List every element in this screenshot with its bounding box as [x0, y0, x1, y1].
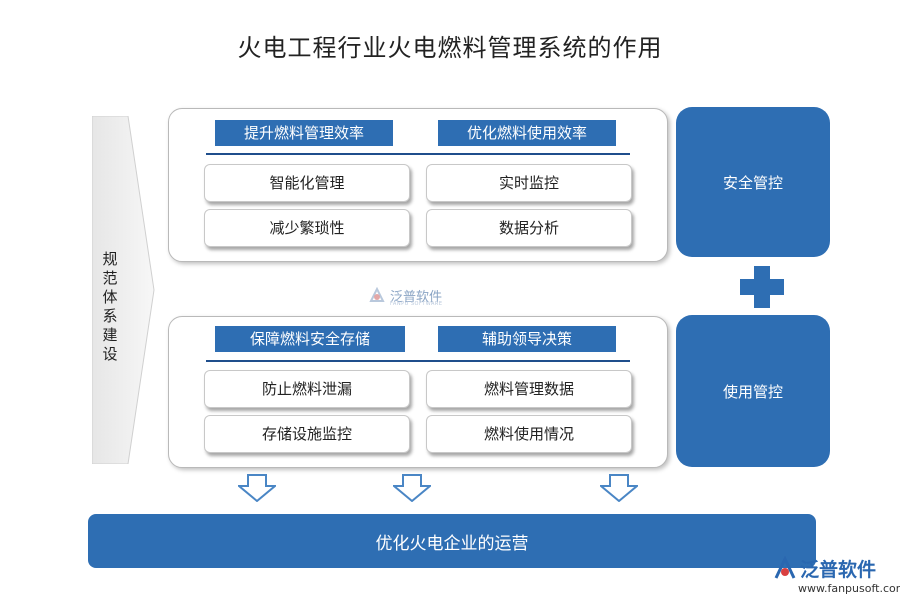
bottom-bar: 优化火电企业的运营: [88, 514, 816, 568]
side-box-safety: 安全管控: [676, 107, 830, 257]
watermark-sub: FANPU SOFTWARE: [390, 301, 443, 307]
watermark-name: 泛普软件: [390, 290, 443, 305]
plus-icon: [740, 266, 784, 308]
bottom-header-right: 辅助领导决策: [438, 326, 616, 352]
bottom-cell-3: 存储设施监控: [204, 415, 410, 453]
top-cell-3: 减少繁琐性: [204, 209, 410, 247]
bottom-cell-2: 燃料管理数据: [426, 370, 632, 408]
brand-logo-url: www.fanpusoft.com: [798, 582, 900, 595]
brand-logo-name: 泛普软件: [800, 559, 877, 581]
down-arrow-icon-1: [238, 474, 276, 502]
down-arrow-icon-3: [600, 474, 638, 502]
bottom-cell-1: 防止燃料泄漏: [204, 370, 410, 408]
brand-logo-icon: [774, 556, 796, 579]
top-header-left: 提升燃料管理效率: [215, 120, 393, 146]
brand-logo: 泛普软件 www.fanpusoft.com: [772, 554, 900, 598]
top-cell-2: 实时监控: [426, 164, 632, 202]
bottom-panel-rule: [206, 360, 630, 362]
bottom-cell-4: 燃料使用情况: [426, 415, 632, 453]
bottom-header-left: 保障燃料安全存储: [215, 326, 405, 352]
top-cell-1: 智能化管理: [204, 164, 410, 202]
left-chevron-arrow: [92, 116, 155, 464]
page-title: 火电工程行业火电燃料管理系统的作用: [237, 34, 663, 62]
top-header-right: 优化燃料使用效率: [438, 120, 616, 146]
left-arrow-label: 规范体系建设: [102, 250, 118, 363]
watermark-logo-icon: [369, 287, 385, 302]
top-cell-4: 数据分析: [426, 209, 632, 247]
watermark: 泛普软件 FANPU SOFTWARE: [368, 286, 468, 308]
down-arrow-icon-2: [393, 474, 431, 502]
side-box-usage: 使用管控: [676, 315, 830, 467]
top-panel-rule: [206, 153, 630, 155]
